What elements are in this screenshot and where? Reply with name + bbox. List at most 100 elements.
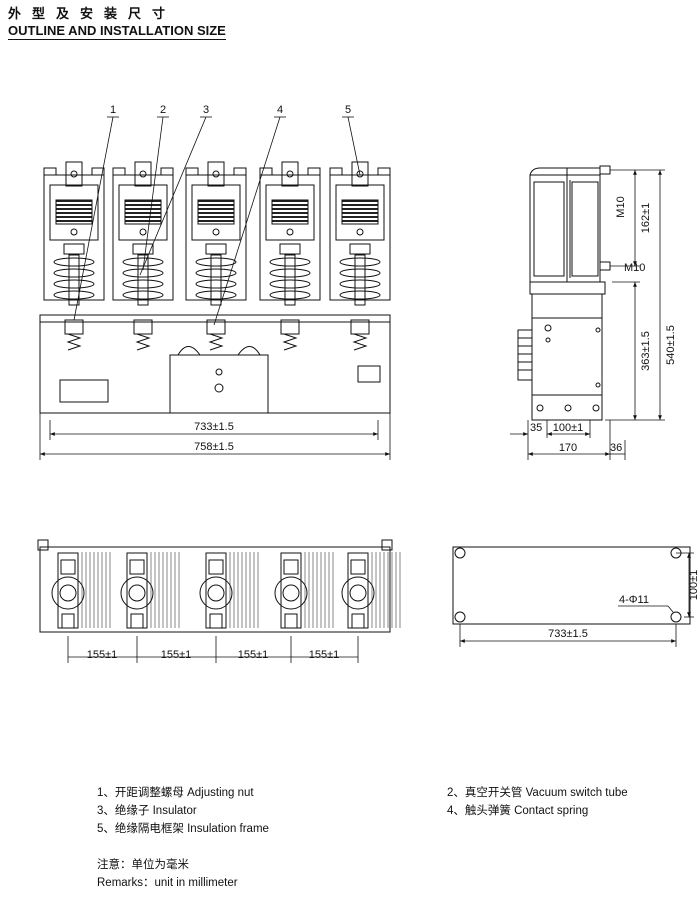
pole-frame [259, 174, 321, 301]
insulator-shed [269, 290, 311, 300]
top-view [37, 539, 393, 633]
terminal-strip [517, 329, 533, 381]
insulator-shed [195, 257, 237, 267]
title-english: OUTLINE AND INSTALLATION SIZE [8, 23, 226, 40]
base-frame [39, 314, 391, 414]
dim-170: 170 [559, 442, 577, 454]
legend-en: Contact spring [514, 805, 589, 817]
insulator-shed [53, 290, 95, 300]
insulator-shed [53, 279, 95, 289]
pole [259, 161, 321, 351]
hole-spec: 4-Φ11 [619, 594, 649, 606]
insulator-top [199, 576, 233, 610]
dim-100-side: 100±1 [553, 422, 584, 434]
adjusting-nut [350, 319, 370, 335]
upper-terminal [207, 161, 225, 187]
side-dimensions [510, 169, 665, 460]
mounting-view [452, 546, 691, 625]
front-dimensions [39, 413, 391, 460]
insulator-shed [339, 279, 381, 289]
dim-m10-top: M10 [615, 196, 627, 217]
legend-cn: 真空开关管 [464, 787, 523, 799]
contact-spring [135, 333, 151, 351]
dim-100-mount: 100±1 [688, 570, 700, 601]
top-pole [51, 552, 111, 629]
remarks-cn: 注意：单位为毫米 [97, 859, 189, 871]
callout-label: 4 [277, 104, 283, 116]
insulator-shed [195, 279, 237, 289]
top-pole [120, 552, 180, 629]
upper-terminal [134, 161, 152, 187]
pole-frame [43, 174, 105, 301]
insulator-shed [339, 257, 381, 267]
upper-terminal [281, 161, 299, 187]
top-pole [341, 552, 401, 629]
legend-en: Insulation frame [187, 823, 269, 835]
insulator-shed [122, 279, 164, 289]
insulator-shed [53, 257, 95, 267]
insulator-shed [339, 268, 381, 278]
legend-cn: 开距调整螺母 [114, 787, 184, 799]
vacuum-tube-window [341, 199, 379, 225]
adjusting-nut [133, 319, 153, 335]
legend-num: 3、 [97, 805, 115, 817]
dim-m10-mid: M10 [624, 262, 645, 274]
contact-spring [352, 333, 368, 351]
insulator-shed [269, 268, 311, 278]
legend-num: 2、 [447, 787, 465, 799]
pole [112, 161, 174, 351]
header: 外型及安装尺寸 OUTLINE AND INSTALLATION SIZE [8, 6, 226, 40]
pole [185, 161, 247, 351]
pole [43, 161, 105, 351]
top-pole [199, 552, 259, 629]
pitch-dim: 155±1 [87, 649, 118, 661]
legend-item-5: 5、绝缘隔电框架 Insulation frame [97, 820, 269, 836]
vacuum-tube-window [271, 199, 309, 225]
dim-162: 162±1 [640, 203, 652, 234]
dim-758-front: 758±1.5 [194, 441, 234, 453]
top-view-frame [39, 546, 391, 633]
legend-en: Adjusting nut [187, 787, 254, 799]
pole-frame [185, 174, 247, 301]
legend-item-1: 1、开距调整螺母 Adjusting nut [97, 784, 254, 800]
legend-en: Vacuum switch tube [525, 787, 628, 799]
legend-num: 4、 [447, 805, 465, 817]
callout-leader [347, 116, 361, 176]
callout-label: 5 [345, 104, 351, 116]
side-view [517, 165, 611, 421]
insulator-shed [195, 290, 237, 300]
contact-spring [208, 333, 224, 351]
mounting-dimensions [459, 552, 694, 647]
callout-leader [142, 116, 164, 271]
dim-363: 363±1.5 [640, 331, 652, 371]
vacuum-tube-window [197, 199, 235, 225]
side-upper-housing [529, 174, 601, 283]
upper-terminal [351, 161, 369, 187]
left-mechanism [59, 379, 109, 403]
center-mechanism [169, 354, 269, 414]
legend-num: 1、 [97, 787, 115, 799]
pitch-dim: 155±1 [238, 649, 269, 661]
dim-733-front: 733±1.5 [194, 421, 234, 433]
legend-cn: 绝缘子 [114, 805, 150, 817]
insulator-shed [122, 290, 164, 300]
pitch-dim: 155±1 [161, 649, 192, 661]
insulator-shed [53, 268, 95, 278]
legend-item-4: 4、触头弹簧 Contact spring [447, 802, 588, 818]
contact-spring [66, 333, 82, 351]
insulator-top [51, 576, 85, 610]
callout-label: 2 [160, 104, 166, 116]
mounting-plate-outline [452, 546, 691, 625]
dim-36: 36 [610, 442, 622, 454]
remarks-en: Remarks：unit in millimeter [97, 877, 238, 889]
adjusting-nut [280, 319, 300, 335]
upper-terminal [65, 161, 83, 187]
callout-label: 1 [110, 104, 116, 116]
dim-35: 35 [530, 422, 542, 434]
callout-leader [73, 116, 114, 321]
top-dimensions [67, 636, 359, 663]
legend-item-3: 3、绝缘子 Insulator [97, 802, 197, 818]
top-poles-group [51, 552, 401, 629]
